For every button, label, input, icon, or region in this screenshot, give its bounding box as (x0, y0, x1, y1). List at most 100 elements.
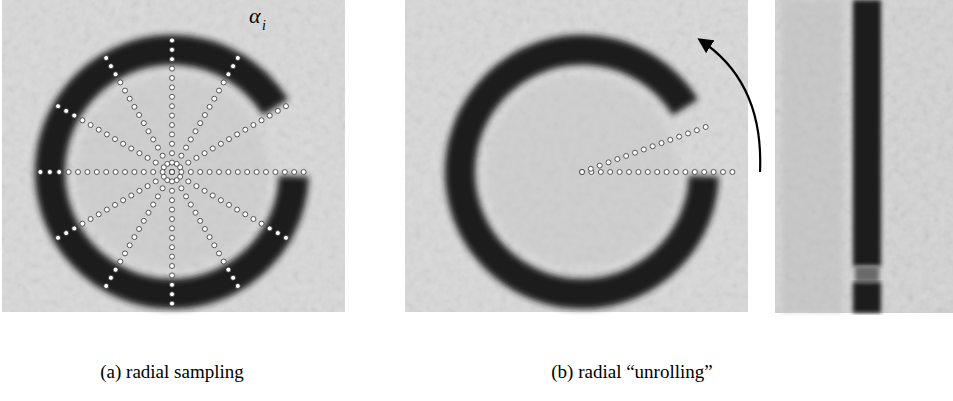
image-ground (775, 0, 953, 313)
image-noise (775, 0, 953, 313)
sample-dot (170, 38, 175, 43)
sample-dot (254, 170, 259, 175)
sample-dot (127, 96, 132, 101)
sample-dot (178, 165, 183, 170)
sample-dot (72, 113, 77, 118)
sample-dot (184, 194, 189, 199)
sample-dot (151, 170, 156, 175)
sample-dot (231, 64, 236, 69)
sample-dot (170, 170, 175, 175)
angle-subscript: i (262, 18, 266, 33)
sample-dot (170, 85, 175, 90)
sample-dot (170, 301, 175, 306)
sample-dot (627, 170, 632, 175)
sample-dot (123, 251, 128, 256)
sample-dot (685, 131, 690, 136)
sample-dot (207, 104, 212, 109)
sample-dot (282, 170, 287, 175)
sample-dot (243, 127, 248, 132)
sample-dot (104, 132, 109, 137)
image-noise (405, 0, 748, 312)
sample-dot (170, 188, 175, 193)
sample-dot (160, 186, 165, 191)
sample-dot (198, 170, 203, 175)
sample-dot (132, 104, 137, 109)
sample-dot (259, 221, 264, 226)
sample-dot (301, 170, 306, 175)
sample-dot (275, 108, 280, 113)
sample-dot (161, 174, 166, 179)
sample-dot (193, 129, 198, 134)
sample-dot (123, 170, 128, 175)
sample-dot (226, 202, 231, 207)
sample-dot (80, 118, 85, 123)
sample-dot (170, 170, 175, 175)
sample-dot (207, 170, 212, 175)
sample-dot (170, 76, 175, 81)
sample-dot (72, 226, 77, 231)
sample-dot (121, 198, 126, 203)
sample-dot (165, 161, 170, 166)
sample-dot (186, 179, 191, 184)
sample-dot (615, 157, 620, 162)
sample-dot (153, 160, 158, 165)
sample-dot (170, 170, 175, 175)
sample-dot (170, 264, 175, 269)
sample-dot (145, 184, 150, 189)
sample-dot (141, 218, 146, 223)
sample-dot (235, 283, 240, 288)
sample-dot (170, 141, 175, 146)
sample-dot (64, 231, 69, 236)
sample-dot (170, 132, 175, 137)
ring-band (853, 282, 881, 313)
sample-dot (118, 259, 123, 264)
sample-dot (664, 170, 669, 175)
sample-dot (170, 160, 175, 165)
sample-dot (193, 210, 198, 215)
sample-dot (104, 170, 109, 175)
sample-dot (170, 151, 175, 156)
panel-a (2, 0, 345, 312)
sample-dot (170, 282, 175, 287)
sample-dot (113, 202, 118, 207)
sample-dot (202, 226, 207, 231)
ring (50, 50, 294, 294)
sample-dot (104, 283, 109, 288)
sample-dot (226, 267, 231, 272)
sample-dot (146, 210, 151, 215)
sample-dot (155, 145, 160, 150)
image-ground (405, 0, 748, 312)
sample-dot (245, 170, 250, 175)
sample-dot (217, 170, 222, 175)
sample-dot (217, 251, 222, 256)
sample-dot (170, 47, 175, 52)
sample-dot (137, 113, 142, 118)
sample-dot (137, 151, 142, 156)
sample-dot (88, 123, 93, 128)
sample-dot (113, 72, 118, 77)
sample-dot (218, 198, 223, 203)
sample-dot (273, 170, 278, 175)
sample-dot (267, 113, 272, 118)
caption: (a) radial sampling (100, 362, 244, 383)
sample-dot (123, 88, 128, 93)
sample-dot (66, 170, 71, 175)
strip-interior (782, 0, 842, 313)
sample-dot (132, 170, 137, 175)
sample-dot (137, 226, 142, 231)
sample-dot (121, 141, 126, 146)
sample-dot (160, 153, 165, 158)
image-ground (2, 0, 345, 312)
sample-dot (94, 170, 99, 175)
sample-dot (655, 170, 660, 175)
sample-dot (137, 188, 142, 193)
sample-dot (104, 56, 109, 61)
sample-dot (146, 129, 151, 134)
sample-dot (170, 273, 175, 278)
sample-dot (636, 170, 641, 175)
sample-dot (235, 132, 240, 137)
sample-dot (118, 80, 123, 85)
sample-dot (598, 170, 603, 175)
